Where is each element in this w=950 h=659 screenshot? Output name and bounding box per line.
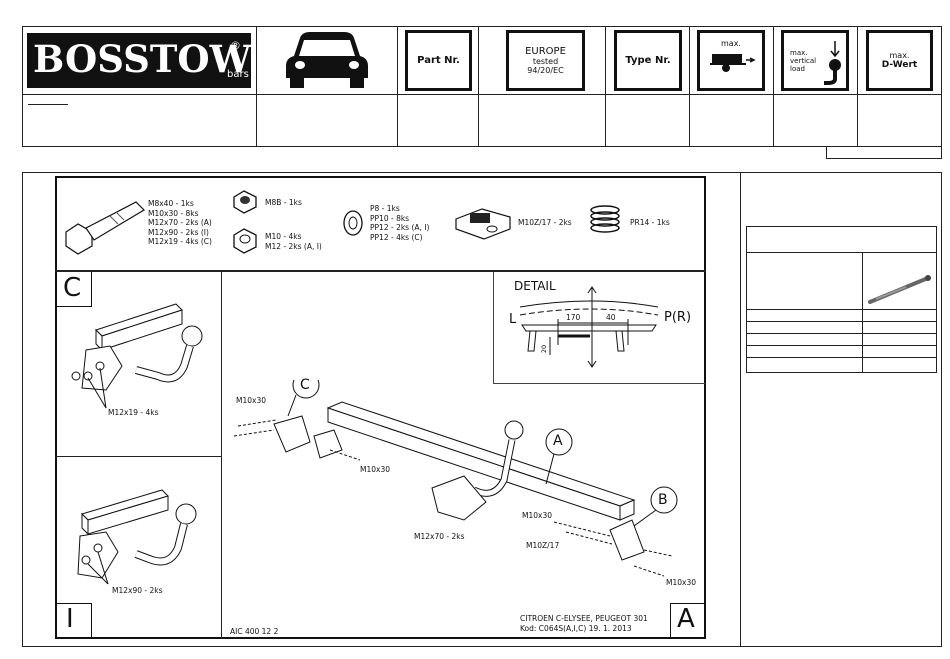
d-wert-box: max. D-Wert — [866, 30, 933, 91]
nut-m12: M12 - 2ks (A, I) — [265, 241, 322, 251]
car-icon — [286, 32, 368, 88]
panel-c-bolt-label: M12x19 - 4ks — [108, 408, 159, 417]
label-m10x30-b: M10x30 — [522, 511, 552, 520]
europe-label: EUROPE — [525, 46, 566, 57]
bolt-m10x30: M10x30 - 8ks — [148, 208, 199, 218]
max-label: max. — [721, 39, 741, 48]
part-nr-box: Part Nr. — [405, 30, 472, 91]
max-d-label: max. — [889, 51, 910, 60]
load-label: load — [790, 64, 805, 73]
bolt-icon — [65, 201, 145, 255]
detail-dim-20: 20 — [540, 344, 549, 354]
logo-registered: ® — [230, 39, 241, 52]
bolt-m8x40: M8x40 - 1ks — [148, 199, 194, 208]
nut-icon — [233, 228, 257, 254]
bosstow-logo: BOSSTOW ® bars — [27, 33, 251, 88]
trailer-icon — [710, 54, 756, 72]
main-assembly-drawing — [233, 380, 678, 577]
panel-i-bolt-label: M12x90 - 2ks — [112, 586, 163, 595]
type-nr-box: Type Nr. — [614, 30, 682, 91]
detail-left-label: L — [509, 312, 517, 327]
max-vertical-load-box: max. vertical load — [781, 30, 849, 91]
detail-dim-170: 170 — [566, 313, 581, 322]
spring-label: PR14 - 1ks — [630, 218, 670, 227]
bolt-m12x70: M12x70 - 2ks (A) — [148, 218, 212, 227]
part-nr-label: Part Nr. — [417, 55, 460, 66]
logo-text: BOSSTOW — [33, 37, 252, 81]
detail-drawing — [519, 286, 659, 368]
callout-c: C — [300, 377, 310, 393]
bolt-m12x19: M12x19 - 4ks (C) — [148, 237, 212, 246]
drawing-number: AIC 400 12 2 — [230, 627, 279, 636]
label-m10x30-top: M10x30 — [236, 396, 266, 405]
spring-icon — [590, 205, 620, 233]
max-trailer-box: max. — [697, 30, 765, 91]
bolt-m12x90: M12x90 - 2ks (I) — [148, 227, 209, 237]
washer-icon — [343, 210, 363, 236]
europe-box: EUROPE tested 94/20/EC — [506, 30, 585, 91]
detail-right-label: P(R) — [664, 310, 692, 325]
max-vertical-label: max. — [790, 48, 808, 57]
drawing-outer-frame — [22, 172, 942, 647]
label-m10z17: M10Z/17 — [526, 541, 560, 550]
type-nr-label: Type Nr. — [625, 55, 671, 66]
panel-i-drawing — [77, 489, 197, 585]
detail-dim-40: 40 — [606, 313, 616, 322]
torque-wrench-icon — [868, 275, 931, 304]
nut-m8b-label: M8B - 1ks — [265, 198, 302, 207]
logo-sub: bars — [227, 69, 249, 80]
label-m12x70: M12x70 - 2ks — [414, 532, 465, 541]
tested-label: tested — [532, 57, 559, 66]
detail-title: DETAIL — [514, 279, 556, 293]
washer-pp10: PP10 - 8ks — [370, 213, 410, 223]
washer-pp12-c: PP12 - 4ks (C) — [370, 232, 423, 242]
panel-c-label-box — [56, 272, 92, 307]
assembly-drawing-frame — [55, 176, 706, 639]
clip-label: M10Z/17 - 2ks — [518, 218, 572, 227]
vehicle-model: CITROEN C-ELYSEE, PEUGEOT 301 — [520, 614, 648, 623]
panel-c-label: C — [63, 273, 82, 303]
directive-label: 94/20/EC — [527, 66, 564, 75]
callout-a: A — [553, 433, 563, 449]
lock-nut-icon — [233, 190, 257, 214]
panel-a-label: A — [677, 604, 695, 634]
panel-i-label: I — [66, 604, 74, 634]
drawing-code: Kod: C064S(A,I,C) 19. 1. 2013 — [520, 624, 632, 633]
panel-a-label-box — [670, 603, 705, 638]
vertical-label: vertical — [790, 56, 817, 65]
washer-p8: P8 - 1ks — [370, 204, 400, 213]
washer-pp12-a: PP12 - 2ks (A, I) — [370, 223, 430, 232]
towball-load-icon — [824, 41, 841, 85]
clip-nut-icon — [455, 208, 511, 240]
d-wert-label: D-Wert — [881, 60, 918, 70]
detail-box — [493, 272, 705, 384]
panel-i-label-box — [56, 603, 92, 638]
nut-m10: M10 - 4ks — [265, 232, 302, 241]
label-m10x30-mid: M10x30 — [360, 465, 390, 474]
label-m10x30-bottom: M10x30 — [666, 578, 696, 587]
panel-c-drawing — [71, 303, 203, 409]
callout-b: B — [658, 492, 668, 508]
